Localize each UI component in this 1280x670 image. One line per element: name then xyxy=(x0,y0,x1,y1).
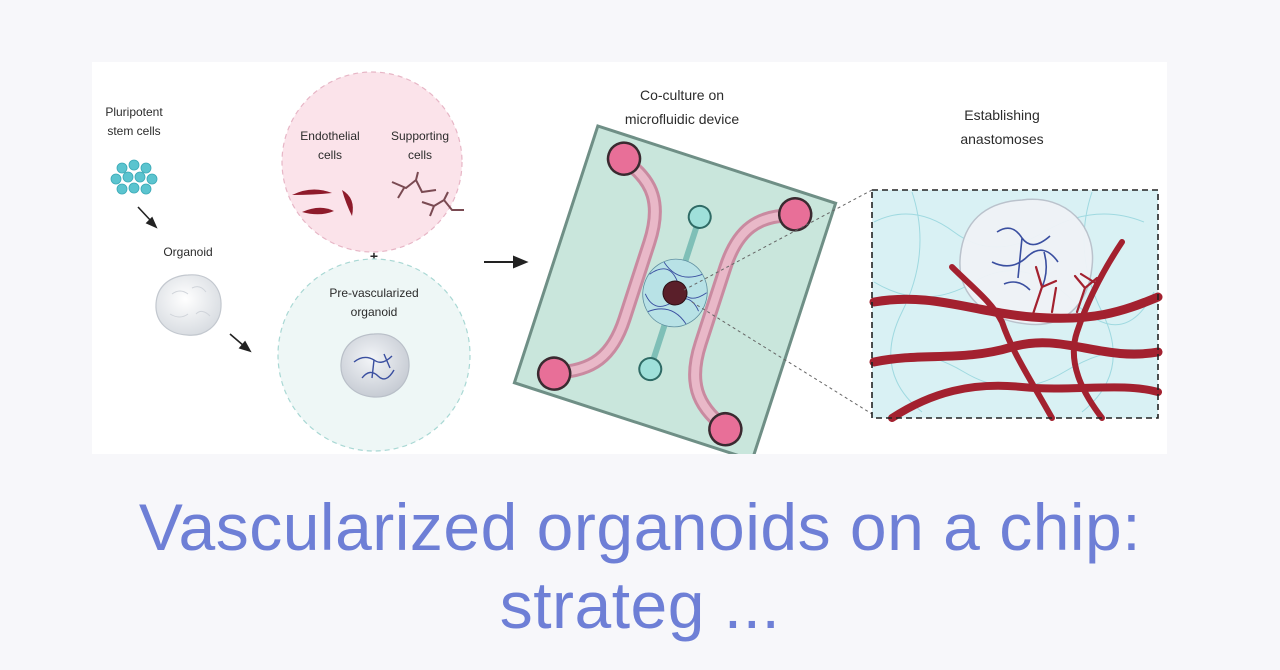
cell-mix-circle xyxy=(281,71,463,253)
organoid-icon xyxy=(155,274,222,336)
prevascularized-label-1: Pre-vascularized xyxy=(329,286,418,300)
anastomoses-label-2: anastomoses xyxy=(960,131,1043,147)
stem-cell-cluster-icon xyxy=(110,159,158,195)
zoom-line-bottom xyxy=(691,301,873,415)
supporting-cells-icon xyxy=(391,171,464,217)
vascularized-organoid-icon xyxy=(340,333,410,398)
prevascularized-label-2: organoid xyxy=(351,305,398,319)
caption-line-1: Vascularized organoids on a chip: xyxy=(138,490,1142,564)
organoid-label: Organoid xyxy=(163,245,212,259)
stem-cells-label-2: stem cells xyxy=(107,124,160,138)
endothelial-cells-icon xyxy=(292,189,353,216)
arrow-icon xyxy=(484,255,529,269)
anastomoses-label-1: Establishing xyxy=(964,107,1040,123)
caption: Vascularized organoids on a chip: strate… xyxy=(0,488,1280,644)
stem-cells-label-1: Pluripotent xyxy=(105,105,163,119)
plus-sign: + xyxy=(370,248,378,264)
supporting-label-2: cells xyxy=(408,148,432,162)
microfluidic-chip-icon xyxy=(512,124,838,454)
anastomoses-zoom-panel xyxy=(869,189,1163,422)
arrow-icon xyxy=(229,333,252,353)
coculture-label-1: Co-culture on xyxy=(640,87,724,103)
supporting-label-1: Supporting xyxy=(391,129,449,143)
endothelial-label-1: Endothelial xyxy=(300,129,359,143)
coculture-label-2: microfluidic device xyxy=(625,111,740,127)
endothelial-label-2: cells xyxy=(318,148,342,162)
arrow-icon xyxy=(137,206,158,229)
diagram-figure: Pluripotent stem cells Organoid Endothel… xyxy=(92,62,1167,454)
caption-line-2: strateg ... xyxy=(499,568,781,642)
diagram-canvas: Pluripotent stem cells Organoid Endothel… xyxy=(105,71,1163,454)
